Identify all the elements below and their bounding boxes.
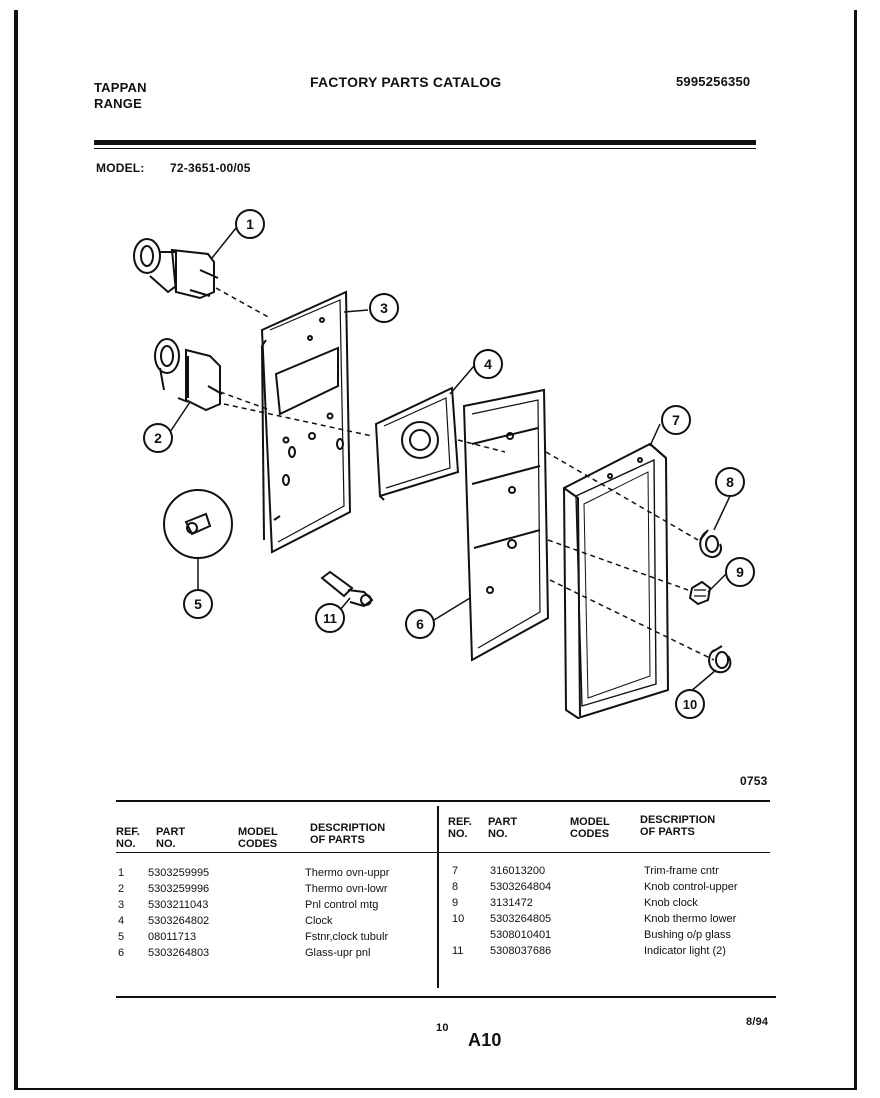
part-knob-control-upper	[699, 529, 722, 558]
callout-8	[715, 467, 745, 497]
part-description: Clock	[305, 915, 333, 927]
table-bottom-rule	[116, 996, 776, 998]
part-description: Knob clock	[644, 897, 698, 909]
part-no: 5303259996	[148, 883, 210, 895]
part-description: Knob control-upper	[644, 881, 738, 893]
part-no: 316013200	[490, 865, 546, 877]
page-frame	[14, 10, 857, 1090]
part-no: 5303264805	[490, 913, 552, 925]
part-panel-control-mtg	[260, 290, 352, 554]
callout-4	[473, 349, 503, 379]
ref-no: 6	[118, 947, 125, 959]
brand-line2: RANGE	[94, 96, 142, 111]
ref-no	[452, 928, 464, 944]
right-header-desc: DESCRIPTION OF PARTS	[640, 814, 716, 838]
callout-label: 8	[726, 474, 734, 490]
ref-no: 4	[118, 915, 125, 927]
part-no: 5303264802	[148, 915, 210, 927]
callout-5	[183, 589, 213, 619]
part-glass-upper-panel	[462, 388, 550, 662]
header-rule-thin	[94, 148, 756, 149]
part-description: Knob thermo lower	[644, 913, 737, 925]
header-rule	[94, 140, 756, 145]
part-indicator-light	[320, 570, 374, 608]
table-divider	[437, 806, 439, 988]
callout-label: 6	[416, 616, 424, 632]
callout-7	[661, 405, 691, 435]
callout-label: 10	[683, 697, 697, 712]
ref-no: 10	[452, 913, 465, 925]
ref-no: 7	[452, 865, 459, 877]
part-description: Fstnr,clock tubulr	[305, 931, 389, 943]
callout-label: 11	[323, 611, 337, 626]
callout-2	[143, 423, 173, 453]
part-description: Thermo ovn-lowr	[305, 883, 388, 895]
callout-9	[725, 557, 755, 587]
part-description: Pnl control mtg	[305, 899, 379, 911]
part-trim-frame	[562, 442, 670, 720]
part-no: 5303259995	[148, 867, 210, 879]
left-header-part: PART NO.	[156, 826, 186, 850]
part-description: Trim-frame cntr	[644, 865, 719, 877]
model-value: 72-3651-00/05	[170, 161, 251, 175]
part-description: Thermo ovn-uppr	[305, 867, 390, 879]
callout-label: 3	[380, 300, 388, 316]
callout-6	[405, 609, 435, 639]
callout-10	[675, 689, 705, 719]
part-fastener-clock	[163, 489, 233, 559]
part-no: 5303264803	[148, 947, 210, 959]
left-header-ref: REF. NO.	[116, 826, 140, 850]
page-number: 10	[436, 1022, 449, 1034]
callout-label: 9	[736, 564, 744, 580]
part-no: 5308010401	[490, 929, 552, 941]
left-header-model: MODEL CODES	[238, 826, 278, 850]
ref-no: 8	[452, 881, 459, 893]
callout-label: 4	[484, 356, 492, 372]
ref-no: 2	[118, 883, 125, 895]
callout-3	[369, 293, 399, 323]
figure-code: 0753	[740, 774, 768, 788]
ref-no: 5	[118, 931, 125, 943]
part-no: 3131472	[490, 897, 533, 909]
part-thermostat-upper	[133, 238, 219, 300]
callout-label: 7	[672, 412, 680, 428]
part-thermostat-lower	[154, 338, 223, 412]
part-description: Glass-upr pnl	[305, 947, 371, 959]
model-label: MODEL:	[96, 161, 145, 175]
print-date: 8/94	[746, 1016, 769, 1028]
brand-line1: TAPPAN	[94, 80, 147, 95]
ref-no: 3	[118, 899, 125, 911]
left-header-desc: DESCRIPTION OF PARTS	[310, 822, 386, 846]
part-no: 08011713	[148, 931, 197, 943]
page-code: A10	[468, 1030, 502, 1050]
callout-11	[315, 603, 345, 633]
part-description: Bushing o/p glass	[644, 929, 731, 941]
ref-no: 9	[452, 897, 459, 909]
callout-label: 2	[154, 430, 162, 446]
right-header-model: MODEL CODES	[570, 816, 610, 840]
part-knob-clock	[688, 580, 712, 606]
callout-label: 1	[246, 216, 254, 232]
part-no: 5303264804	[490, 881, 552, 893]
catalog-title: FACTORY PARTS CATALOG	[310, 74, 502, 90]
catalog-number: 5995256350	[676, 74, 751, 89]
table-top-rule	[116, 800, 770, 802]
table-header-rule	[116, 852, 770, 853]
ref-no: 11	[452, 945, 464, 957]
part-knob-thermo-lower	[708, 645, 732, 674]
part-no: 5303211043	[148, 899, 209, 911]
ref-no: 1	[118, 867, 125, 879]
exploded-parts-diagram: 1 2 3 4 5 6 7 8 9 10 11	[133, 209, 755, 720]
right-header-part: PART NO.	[488, 816, 518, 840]
part-description: Indicator light (2)	[644, 945, 726, 957]
callout-1	[235, 209, 265, 239]
callout-label: 5	[194, 596, 202, 612]
part-clock	[374, 386, 460, 501]
part-no: 5308037686	[490, 945, 552, 957]
right-header-ref: REF. NO.	[448, 816, 472, 840]
callout-circles	[143, 209, 755, 719]
